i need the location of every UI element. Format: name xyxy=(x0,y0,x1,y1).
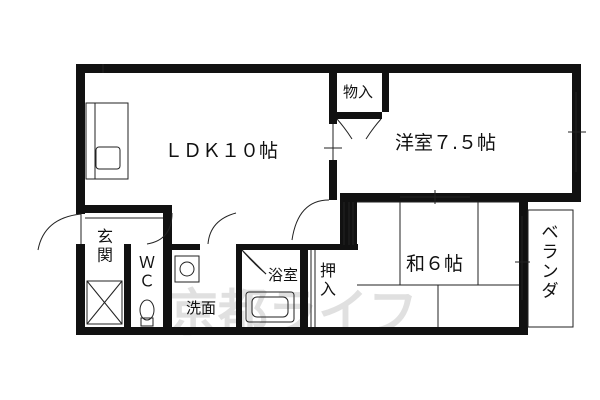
washitsu-label: 和６帖 xyxy=(406,253,463,275)
thin-lines xyxy=(37,64,586,328)
storage-top-label: 物入 xyxy=(343,83,373,101)
oshiire-label: 押入 xyxy=(320,261,336,298)
senmen-label: 洗面 xyxy=(186,299,216,317)
yokushitsu-label: 浴室 xyxy=(268,266,298,284)
genkan-label: 玄関 xyxy=(97,227,113,264)
wc-label: ＷＣ xyxy=(139,253,155,290)
veranda-label: ベランダ xyxy=(542,223,559,302)
ldk-label: ＬＤＫ１０帖 xyxy=(164,140,278,162)
interior-walls xyxy=(85,64,389,327)
youshitsu-label: 洋室７.５帖 xyxy=(395,132,496,154)
